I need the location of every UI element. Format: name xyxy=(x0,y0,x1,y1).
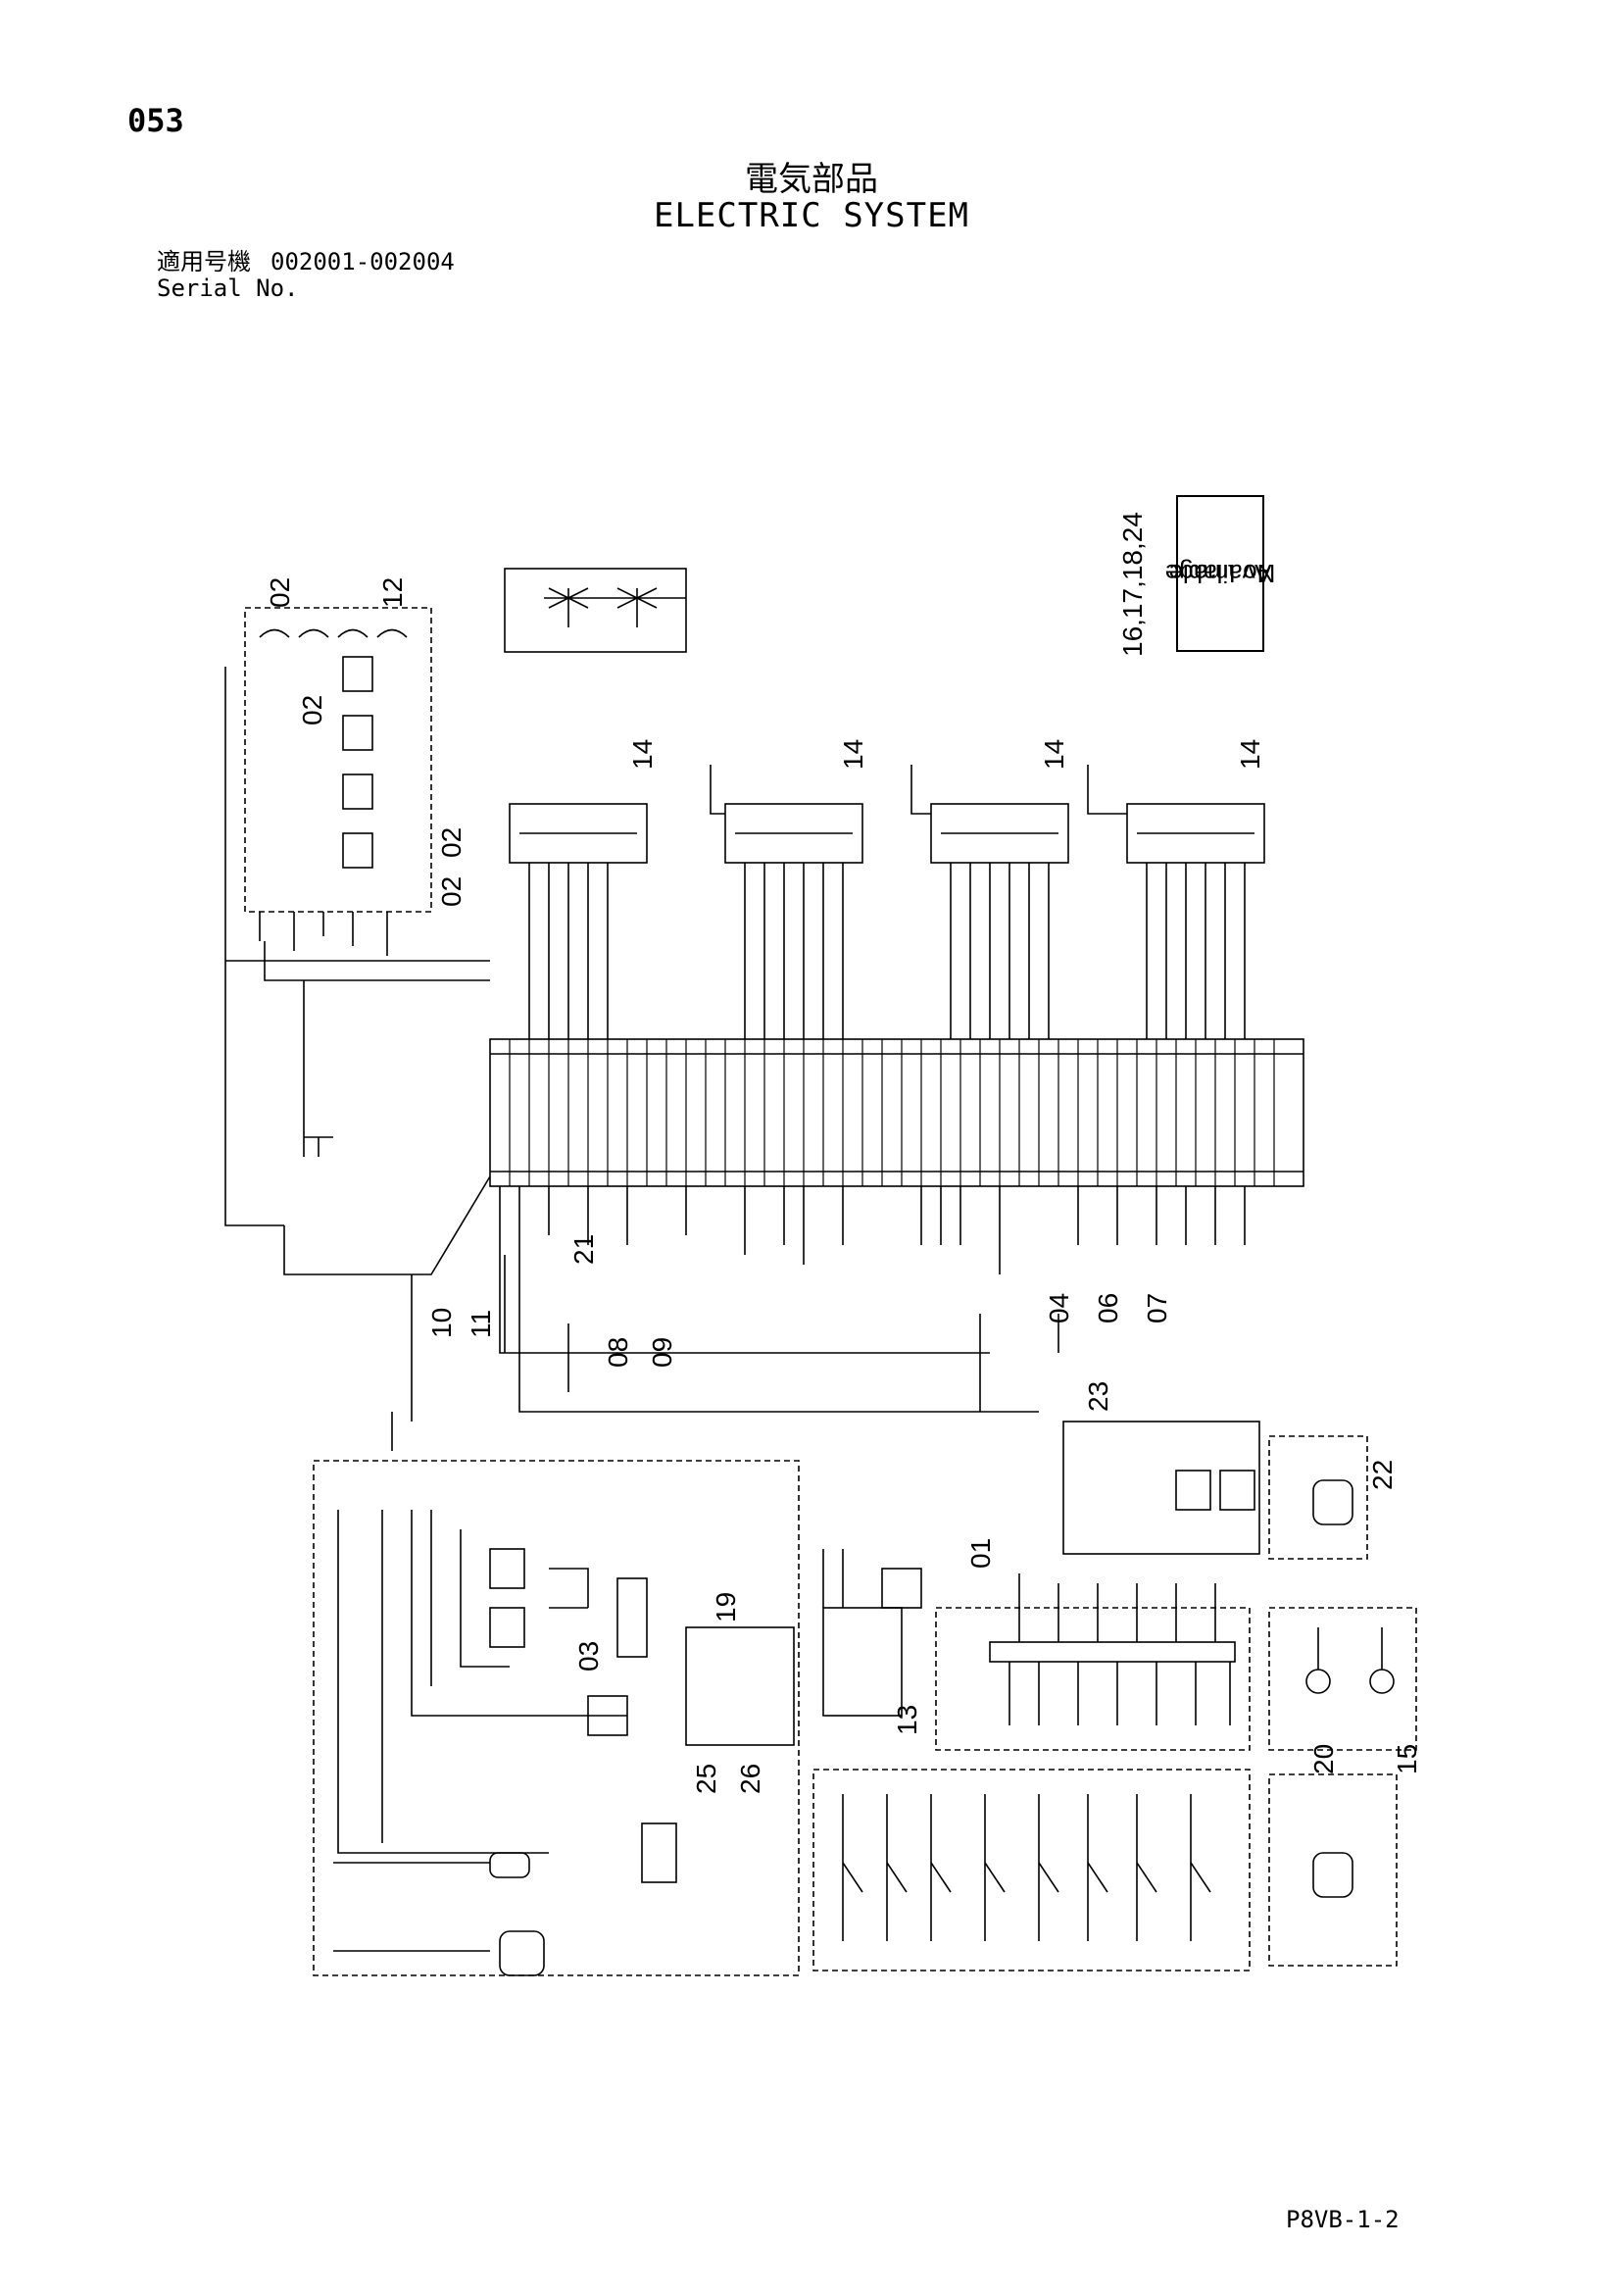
callout-19: 19 xyxy=(711,1592,741,1622)
page-number: 053 xyxy=(127,102,184,139)
alarm-box xyxy=(1268,1607,1417,1751)
switch-box xyxy=(812,1769,1251,1972)
relay-k3 xyxy=(342,715,373,751)
callout-23: 23 xyxy=(1083,1381,1113,1412)
serial-range: 002001-002004 xyxy=(270,248,455,275)
callout-14-b: 14 xyxy=(838,739,868,770)
document-code: P8VB-1-2 xyxy=(1286,2206,1400,2233)
callout-14-a: 14 xyxy=(627,739,658,770)
serial-label: Serial No. xyxy=(157,275,299,302)
callout-10: 10 xyxy=(426,1308,457,1338)
terminal-strip xyxy=(489,1038,1304,1187)
callout-20: 20 xyxy=(1308,1744,1339,1774)
relay-box xyxy=(244,607,432,913)
connector-blocks xyxy=(509,803,1265,864)
no-image-line2: Available xyxy=(1168,559,1272,588)
callout-02-c: 02 xyxy=(436,827,467,858)
radio-remote-box xyxy=(935,1607,1251,1751)
callout-02-d: 02 xyxy=(436,876,467,907)
callout-14-c: 14 xyxy=(1039,739,1069,770)
page-title-jp: 電気部品 xyxy=(745,160,878,199)
callout-12: 12 xyxy=(377,577,408,608)
callout-16-17-18-24: 16,17,18,24 xyxy=(1117,512,1148,657)
fan-box xyxy=(504,568,687,653)
diesel-engine-box xyxy=(313,1460,800,1976)
serial-label-jp: 適用号機 xyxy=(157,248,251,275)
callout-13: 13 xyxy=(892,1705,922,1735)
callout-09: 09 xyxy=(647,1337,677,1368)
callout-08: 08 xyxy=(603,1337,633,1368)
panel-box xyxy=(822,1607,903,1717)
callout-07: 07 xyxy=(1142,1293,1172,1323)
callout-11: 11 xyxy=(466,1310,496,1338)
relay-k2 xyxy=(342,774,373,810)
callout-03: 03 xyxy=(573,1641,604,1672)
callout-22: 22 xyxy=(1367,1460,1398,1490)
callout-15: 15 xyxy=(1392,1744,1422,1774)
callout-21: 21 xyxy=(568,1234,599,1265)
callout-02-b: 02 xyxy=(297,695,327,725)
engine-speed-sensor-box xyxy=(1268,1773,1398,1967)
page-title: ELECTRIC SYSTEM xyxy=(653,196,970,235)
callout-02-a: 02 xyxy=(265,577,295,608)
relay-k4 xyxy=(342,656,373,692)
remote-cable-box xyxy=(1062,1421,1260,1555)
speed-sensor-box xyxy=(1268,1435,1368,1560)
callout-04: 04 xyxy=(1044,1293,1074,1323)
callout-01: 01 xyxy=(965,1538,996,1569)
callout-14-d: 14 xyxy=(1235,739,1265,770)
relay-k1 xyxy=(342,832,373,869)
callout-25: 25 xyxy=(691,1764,721,1794)
callout-26: 26 xyxy=(735,1764,765,1794)
callout-06: 06 xyxy=(1093,1293,1123,1323)
serial-info: 適用号機 002001-002004 Serial No. xyxy=(157,249,455,302)
